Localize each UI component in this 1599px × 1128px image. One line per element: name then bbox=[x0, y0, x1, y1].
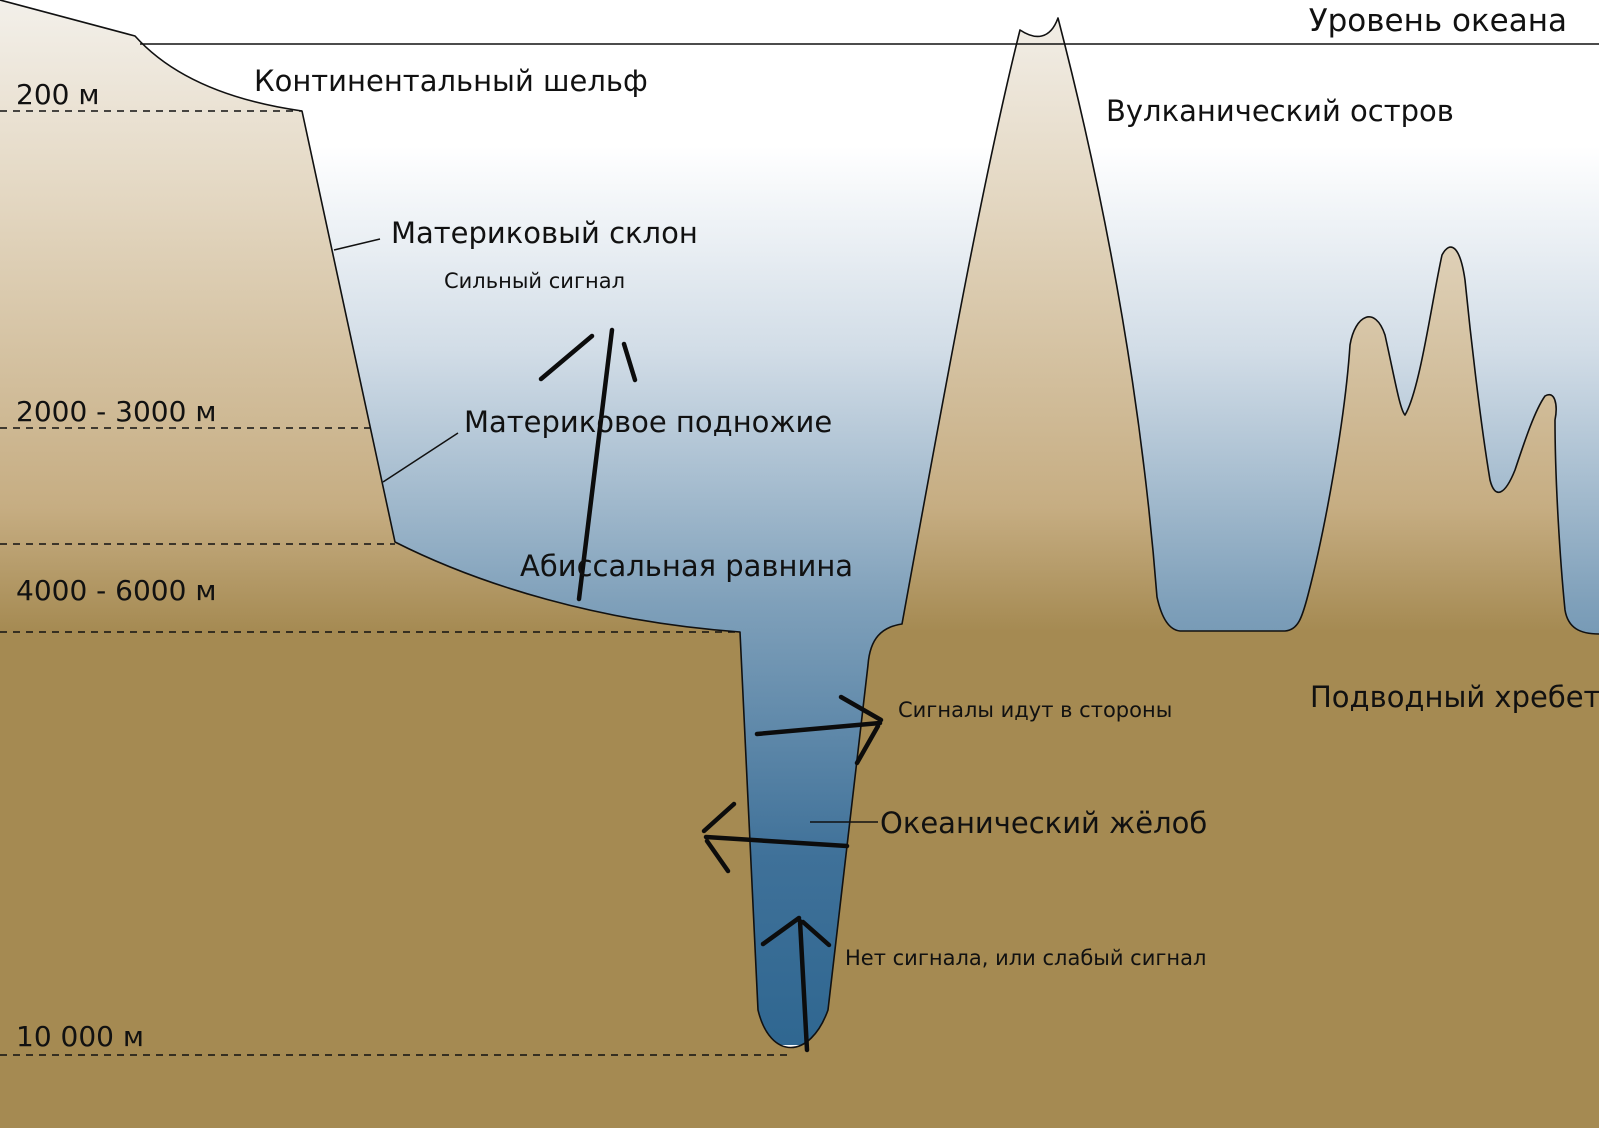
continental-shelf-label: Континентальный шельф bbox=[254, 64, 648, 98]
no-signal-label: Нет сигнала, или слабый сигнал bbox=[845, 946, 1206, 970]
abyssal-plain-label: Абиссальная равнина bbox=[520, 549, 853, 583]
depth-label-4000-6000: 4000 - 6000 м bbox=[16, 574, 216, 607]
underwater-ridge-label: Подводный хребет bbox=[1310, 680, 1599, 714]
ocean-trench-label: Океанический жёлоб bbox=[880, 806, 1207, 840]
sideways-signal-arrow-left bbox=[701, 801, 850, 874]
seabed-outline bbox=[0, 0, 1599, 1049]
continental-slope-label: Материковый склон bbox=[391, 216, 698, 250]
signals-sideways-label: Сигналы идут в стороны bbox=[898, 698, 1172, 722]
leader-continental-slope bbox=[333, 238, 381, 251]
depth-label-2000-3000: 2000 - 3000 м bbox=[16, 395, 216, 428]
weak-signal-arrow bbox=[760, 915, 832, 1053]
depth-label-200: 200 м bbox=[16, 78, 99, 111]
ocean-level-label: Уровень океана bbox=[1309, 3, 1567, 39]
strong-signal-label: Сильный сигнал bbox=[444, 269, 625, 293]
leader-continental-rise bbox=[382, 432, 459, 483]
depth-label-10000: 10 000 м bbox=[16, 1020, 144, 1053]
strong-signal-arrow bbox=[538, 327, 638, 602]
continental-rise-label: Материковое подножие bbox=[464, 405, 832, 439]
sideways-signal-arrow-right bbox=[754, 694, 884, 766]
volcanic-island-label: Вулканический остров bbox=[1106, 94, 1454, 128]
